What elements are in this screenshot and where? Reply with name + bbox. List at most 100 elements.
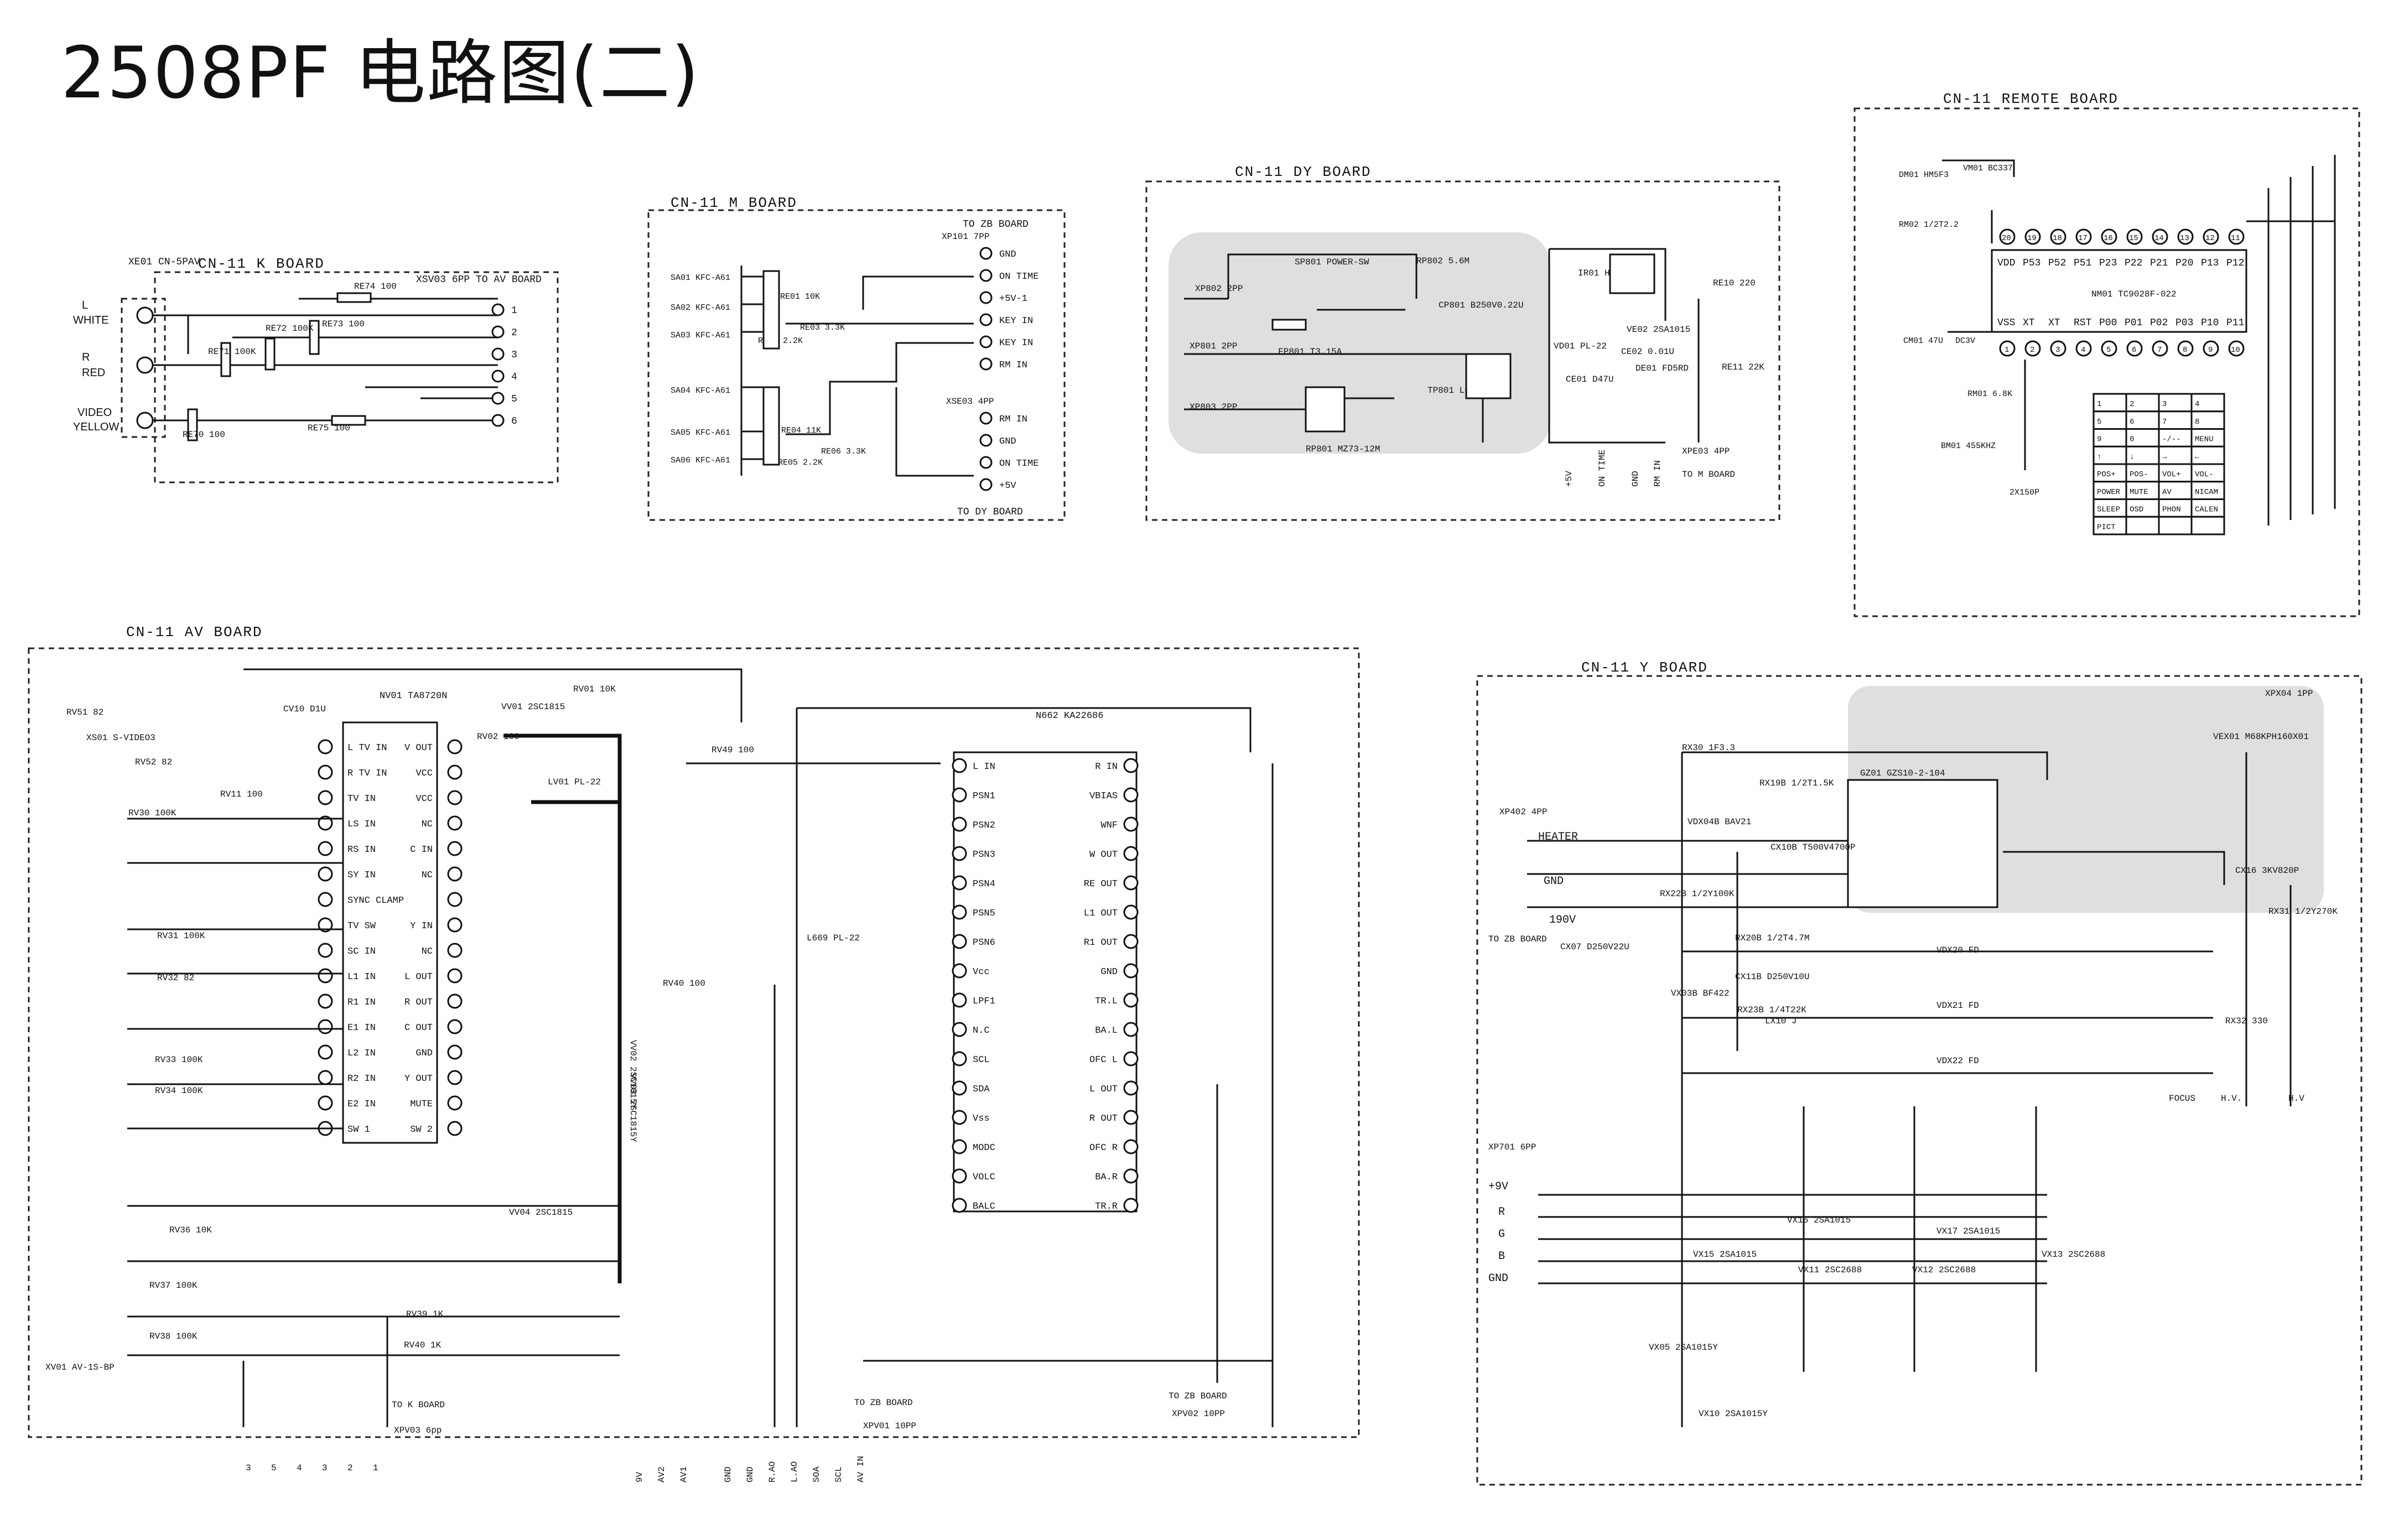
k-resistor-re71 bbox=[220, 342, 231, 377]
remote-pin-num: 18 bbox=[2053, 234, 2062, 243]
ic-pin bbox=[447, 1019, 463, 1034]
dy-part: XP803 2PP bbox=[1190, 402, 1237, 412]
k-pin-number: 5 bbox=[511, 394, 517, 405]
m-pin bbox=[979, 313, 993, 326]
av-part: RV32 82 bbox=[157, 973, 194, 983]
keypad-key[interactable] bbox=[2125, 516, 2160, 535]
av-xpv01: XPV01 10PP bbox=[863, 1421, 916, 1431]
dy-part: XP802 2PP bbox=[1195, 284, 1243, 294]
remote-pin-name: XT bbox=[2048, 318, 2060, 329]
y-board-label: CN-11 Y BOARD bbox=[1581, 659, 1708, 676]
y-part: GND bbox=[1544, 875, 1564, 888]
ic-pin-label: PSN3 bbox=[973, 850, 995, 860]
k-pin-number: 3 bbox=[511, 350, 517, 361]
keypad-key[interactable] bbox=[2125, 393, 2160, 413]
keypad-key[interactable] bbox=[2158, 445, 2193, 465]
ic-pin bbox=[1123, 846, 1139, 861]
av-bottom-pin: 9V bbox=[635, 1471, 645, 1482]
remote-pin-num: 15 bbox=[2129, 234, 2138, 243]
av-xv01: XV01 AV-1S-BP bbox=[45, 1362, 115, 1372]
av-bottom-pins: 9V AV2 AV1 GND GND R.AO L.AO SOA SCL AV … bbox=[635, 1456, 866, 1482]
k-out-pin bbox=[491, 303, 505, 316]
ic-pin bbox=[447, 866, 463, 882]
ic-pin bbox=[318, 943, 333, 958]
keypad-key[interactable] bbox=[2093, 410, 2127, 430]
keypad-key[interactable] bbox=[2125, 463, 2160, 483]
y-part: FOCUS bbox=[2169, 1094, 2195, 1104]
y-part: XPX04 1PP bbox=[2265, 689, 2313, 699]
av-to-k: TO K BOARD bbox=[392, 1400, 445, 1410]
dy-part: RE11 22K bbox=[1722, 362, 1764, 372]
k-label-re71: RE71 100K bbox=[208, 347, 256, 357]
keypad-key-label: 3 bbox=[2162, 400, 2167, 409]
ic-pin bbox=[447, 1121, 463, 1136]
remote-pin-circle bbox=[2228, 340, 2245, 357]
k-input-red: RED bbox=[82, 367, 105, 379]
remote-pin-num: 10 bbox=[2231, 346, 2240, 355]
k-out-pin bbox=[491, 414, 505, 427]
keypad-key-label: PHON bbox=[2162, 506, 2181, 514]
k-jack-l[interactable] bbox=[136, 306, 154, 324]
ic-pin bbox=[447, 943, 463, 958]
remote-part: BM01 455KHZ bbox=[1941, 441, 1996, 451]
remote-pin-num: 8 bbox=[2183, 346, 2187, 355]
keypad-key[interactable] bbox=[2190, 463, 2225, 483]
ic-pin bbox=[318, 1044, 333, 1060]
ic-pin bbox=[447, 1070, 463, 1085]
k-jack-r[interactable] bbox=[136, 356, 154, 374]
av-ic1-label: NV01 TA8720N bbox=[380, 691, 447, 701]
av-part: RV49 100 bbox=[712, 745, 754, 755]
dy-pin-label: RM IN bbox=[1653, 460, 1663, 487]
dy-part: SP801 POWER-SW bbox=[1295, 257, 1369, 267]
av-part: LV01 PL-22 bbox=[548, 777, 601, 787]
remote-ic-top-pins: VDD P53 P52 P51 P23 P22 P21 P20 P13 P12 bbox=[1997, 258, 2244, 269]
keypad-key[interactable] bbox=[2093, 445, 2127, 465]
keypad-key[interactable] bbox=[2190, 498, 2225, 518]
ic-pin bbox=[1123, 1022, 1139, 1037]
ic-pin-label: SYNC CLAMP bbox=[347, 896, 404, 906]
k-jack-video[interactable] bbox=[136, 412, 154, 429]
keypad-key[interactable] bbox=[2125, 428, 2160, 448]
ic-pin bbox=[1123, 934, 1139, 949]
y-part: VEX01 M68KPH160X01 bbox=[2213, 732, 2309, 742]
ic-pin-label: SDA bbox=[973, 1084, 990, 1095]
av-bottom-pin: GND bbox=[745, 1466, 755, 1482]
ic-pin bbox=[447, 790, 463, 805]
y-transistor: VX10 2SA1015Y bbox=[1699, 1409, 1768, 1419]
m-switch-labels: SA01 KFC-A61 SA02 KFC-A61 SA03 KFC-A61 S… bbox=[671, 273, 730, 465]
keypad-key[interactable] bbox=[2125, 498, 2160, 518]
keypad-key[interactable] bbox=[2093, 481, 2127, 500]
m-board-label: CN-11 M BOARD bbox=[671, 195, 797, 211]
keypad-key[interactable] bbox=[2190, 516, 2225, 535]
y-part: XP701 6PP bbox=[1488, 1142, 1536, 1152]
ic-pin-label: C IN bbox=[410, 845, 433, 855]
k-pin-number: 1 bbox=[511, 305, 517, 316]
av-part: RV36 10K bbox=[169, 1225, 212, 1235]
k-out-pins: 1 2 3 4 5 6 bbox=[491, 303, 517, 427]
dy-to-m: TO M BOARD bbox=[1682, 470, 1735, 480]
dy-part: FP801 T3.15A bbox=[1278, 347, 1342, 357]
ic-pin bbox=[1123, 992, 1139, 1008]
m-connector: XP101 7PP bbox=[942, 232, 989, 242]
av-k-pin: 4 bbox=[297, 1463, 302, 1473]
m-pin-label: RM IN bbox=[999, 360, 1027, 371]
ic-pin bbox=[952, 1139, 967, 1154]
m-resistor-label: RE04 11K bbox=[781, 426, 821, 435]
remote-pin-num: 1 bbox=[2005, 346, 2009, 355]
keypad-key[interactable] bbox=[2093, 463, 2127, 483]
keypad-key-label: MENU bbox=[2195, 435, 2214, 444]
remote-part: RM02 1/2T2.2 bbox=[1899, 220, 1959, 230]
keypad-key[interactable] bbox=[2158, 393, 2193, 413]
remote-ic-bottom-numbers: 1 2 3 4 5 6 7 8 9 10 bbox=[1999, 340, 2245, 357]
keypad-key[interactable] bbox=[2125, 445, 2160, 465]
ic-pin-label: L OUT bbox=[404, 972, 433, 982]
keypad-key[interactable] bbox=[2158, 516, 2193, 535]
m-wires bbox=[740, 266, 974, 477]
ic-pin-label: GND bbox=[416, 1048, 433, 1059]
remote-pin-num: 11 bbox=[2231, 234, 2240, 243]
av-part: VV02 2SC1815Y bbox=[628, 1040, 638, 1109]
keypad-key[interactable] bbox=[2093, 516, 2127, 535]
keypad-key[interactable] bbox=[2190, 428, 2225, 448]
keypad-key[interactable] bbox=[2158, 498, 2193, 518]
